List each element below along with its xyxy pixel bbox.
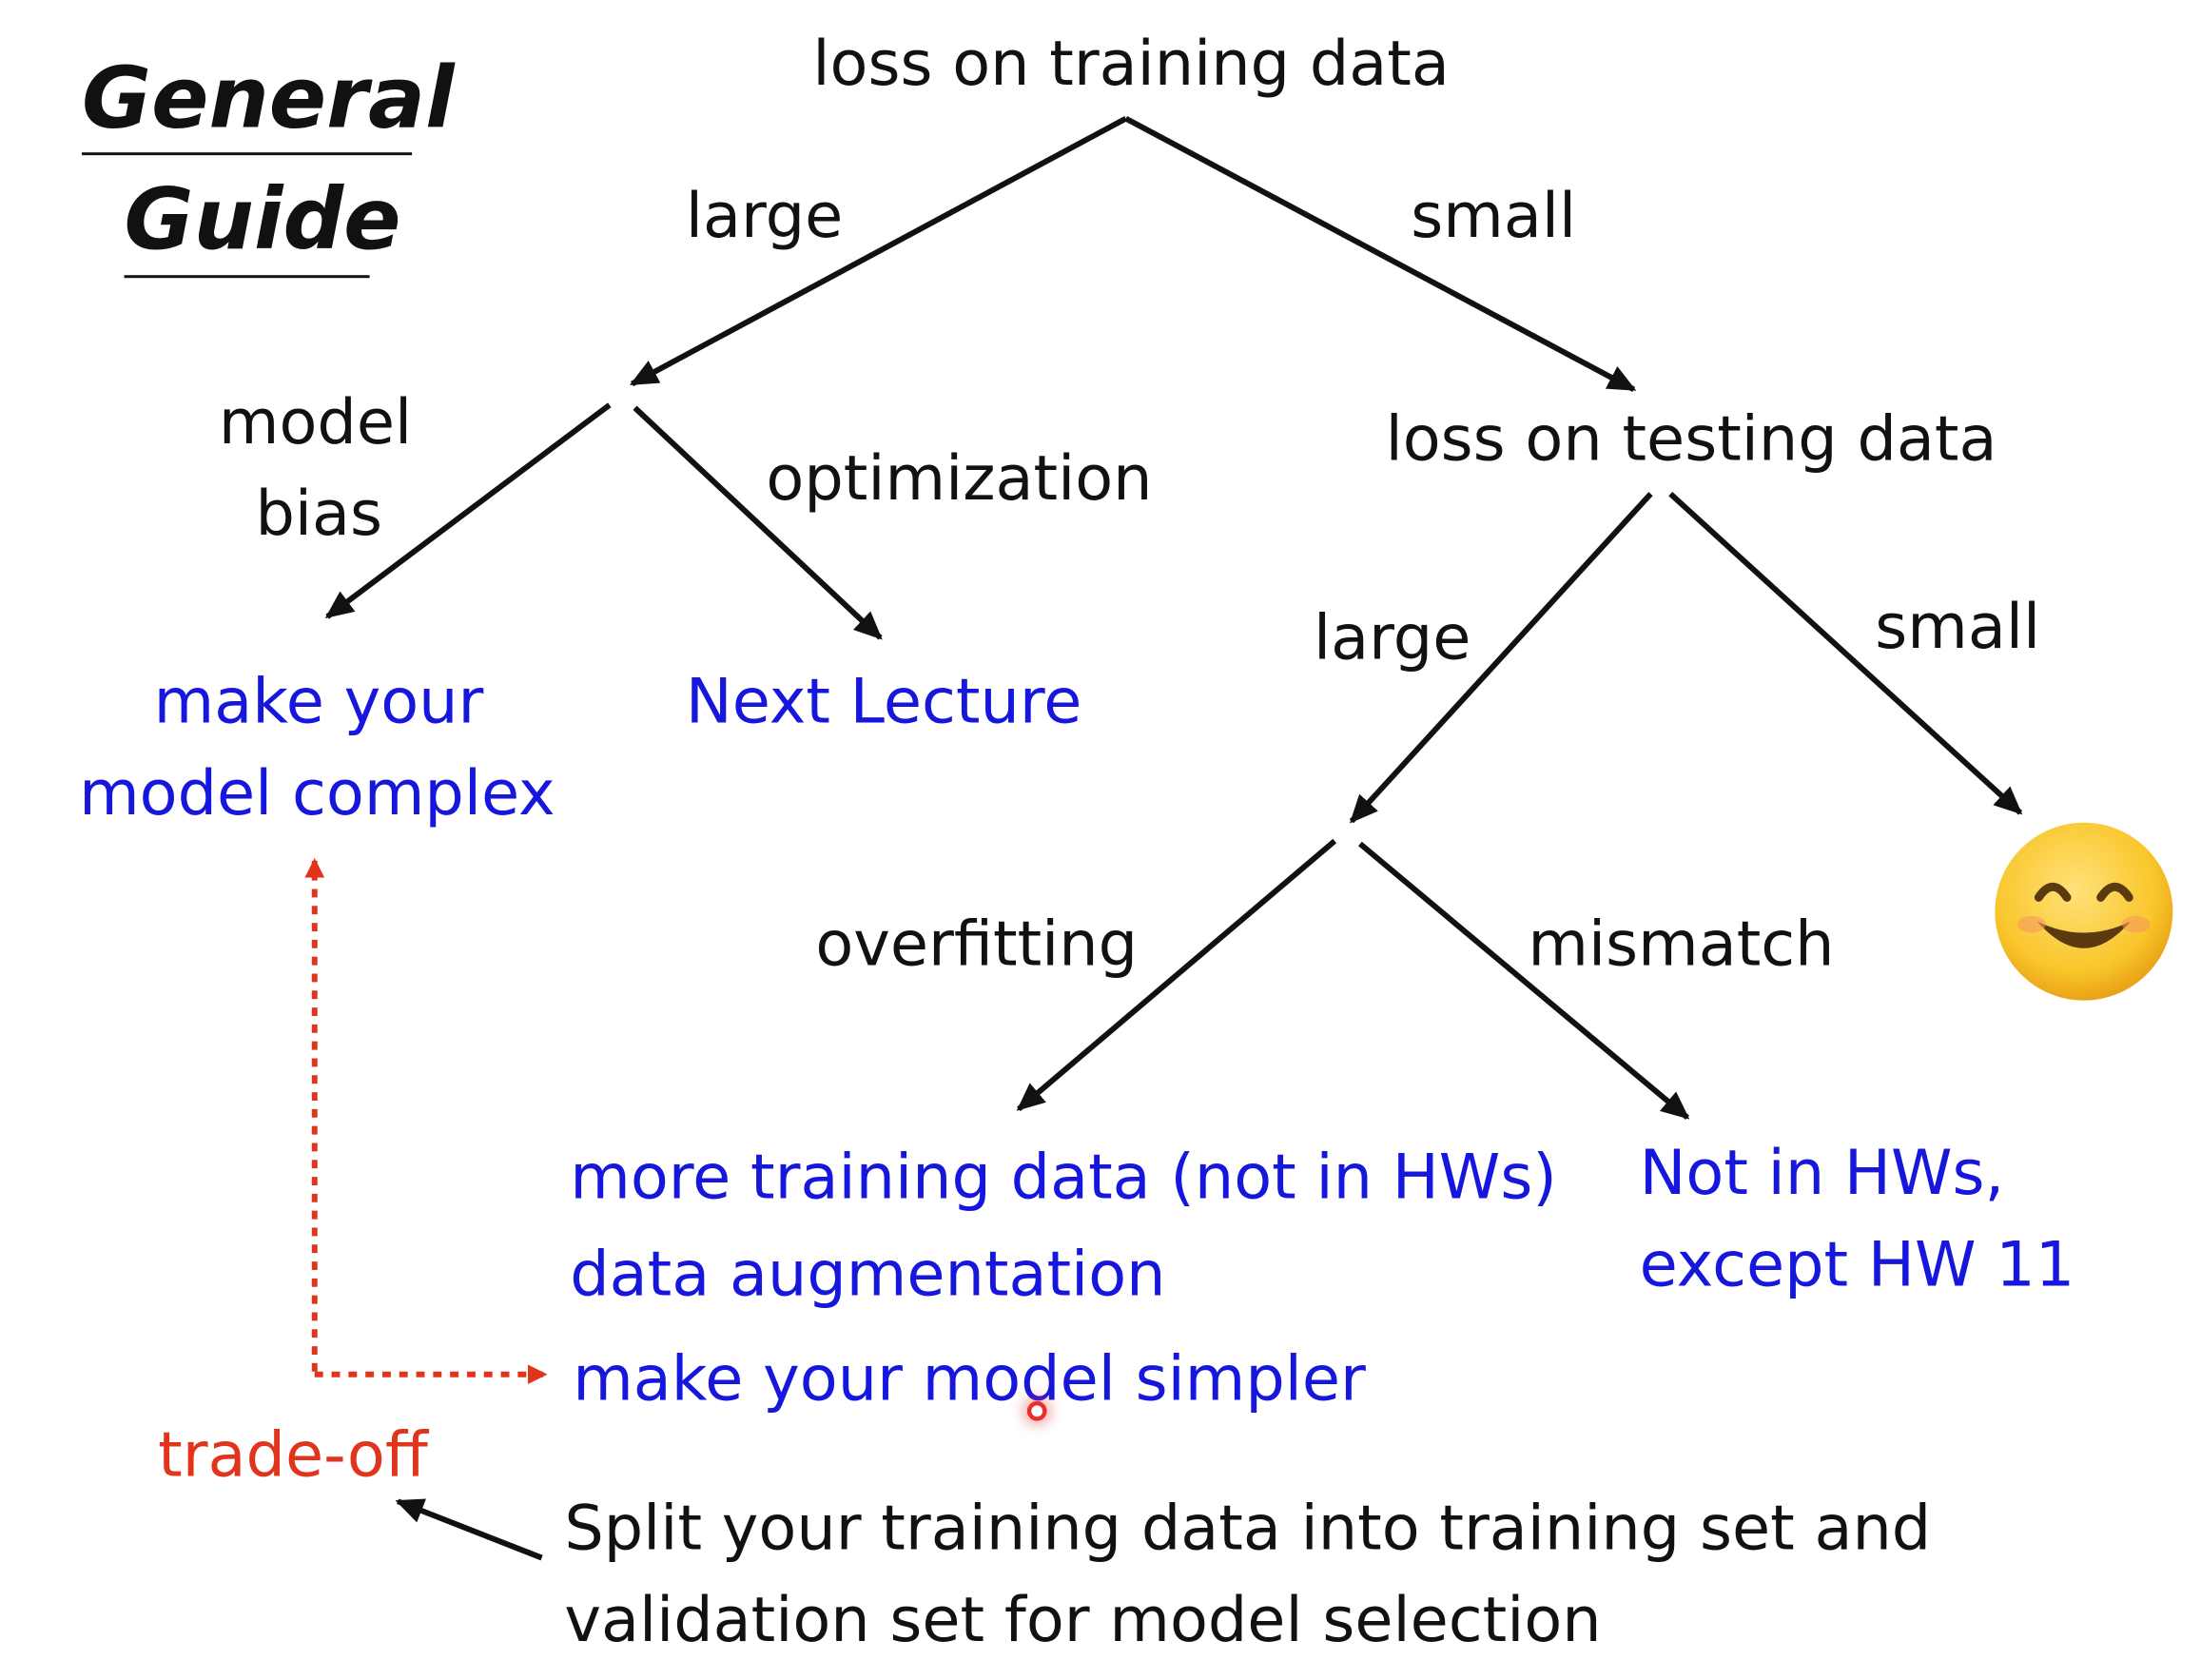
edge-test-small [1668, 491, 2023, 815]
edge-label-model-bias-1: model [218, 386, 413, 459]
edge-label-test-small: small [1875, 591, 2041, 664]
root-node: loss on training data [812, 28, 1450, 101]
action-next-lecture: Next Lecture [685, 666, 1082, 738]
edge-label-overfitting: overfitting [815, 908, 1139, 981]
title-line-2: Guide [124, 170, 401, 270]
arrow-note-to-tradeoff [395, 1498, 543, 1561]
action-mismatch-line-2: except HW 11 [1639, 1228, 2075, 1301]
action-complex-line-1: make your [153, 666, 484, 738]
action-data-augmentation: data augmentation [570, 1239, 1166, 1311]
action-more-training-data: more training data (not in HWs) [570, 1141, 1557, 1214]
title-underline-2 [124, 275, 370, 279]
edge-label-model-bias-2: bias [255, 478, 383, 551]
action-complex-line-2: model complex [79, 757, 555, 830]
edge-label-train-small: small [1411, 180, 1577, 253]
smiling-face-icon [1992, 820, 2175, 1004]
edge-overfitting [1016, 838, 1337, 1112]
action-mismatch-line-1: Not in HWs, [1639, 1137, 2005, 1210]
edge-train-small [1124, 115, 1637, 393]
edge-model-bias [324, 402, 612, 619]
note-line-1: Split your training data into training s… [564, 1493, 1932, 1565]
edge-mismatch [1357, 841, 1690, 1121]
edge-train-large [629, 115, 1128, 387]
title-line-1: General [82, 49, 455, 148]
edge-label-train-large: large [685, 180, 844, 253]
edge-label-optimization: optimization [766, 442, 1153, 516]
edge-label-mismatch: mismatch [1528, 908, 1835, 981]
note-line-2: validation set for model selection [564, 1584, 1602, 1657]
title-underline-1 [82, 152, 413, 156]
edge-optimization [633, 405, 883, 640]
edge-test-large [1349, 492, 1653, 824]
cursor-highlight-icon [1026, 1400, 1047, 1421]
tradeoff-label: trade-off [158, 1419, 428, 1492]
edge-label-test-large: large [1313, 602, 1471, 675]
action-model-simpler: make your model simpler [573, 1343, 1366, 1416]
test-loss-node: loss on testing data [1385, 403, 1997, 476]
